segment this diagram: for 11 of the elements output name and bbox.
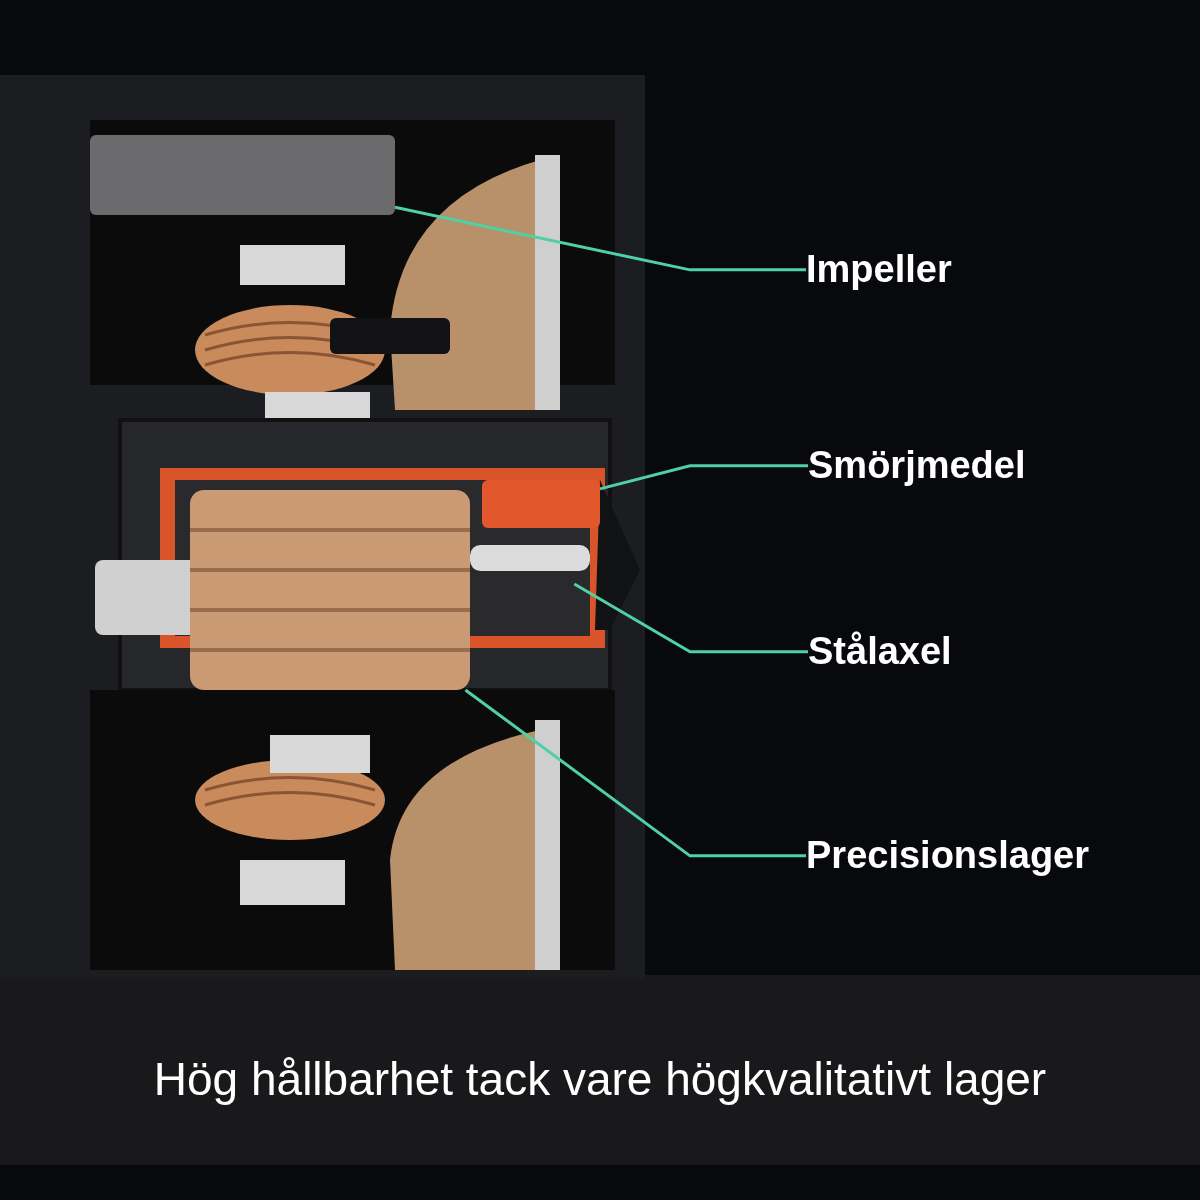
- impeller-block: [90, 135, 395, 215]
- rotor-cylinder: [190, 490, 470, 690]
- caption: Hög hållbarhet tack vare högkvalitativt lager: [152, 1052, 1048, 1106]
- part-label: Impeller: [806, 248, 952, 292]
- lubricant-cavity: [482, 480, 600, 528]
- leader-line: [464, 688, 806, 858]
- leader-line: [394, 205, 806, 272]
- leader-line: [599, 464, 808, 491]
- part-label: Stålaxel: [808, 630, 952, 674]
- part-label: Smörjmedel: [808, 444, 1026, 488]
- part-label: Precisionslager: [806, 834, 1090, 878]
